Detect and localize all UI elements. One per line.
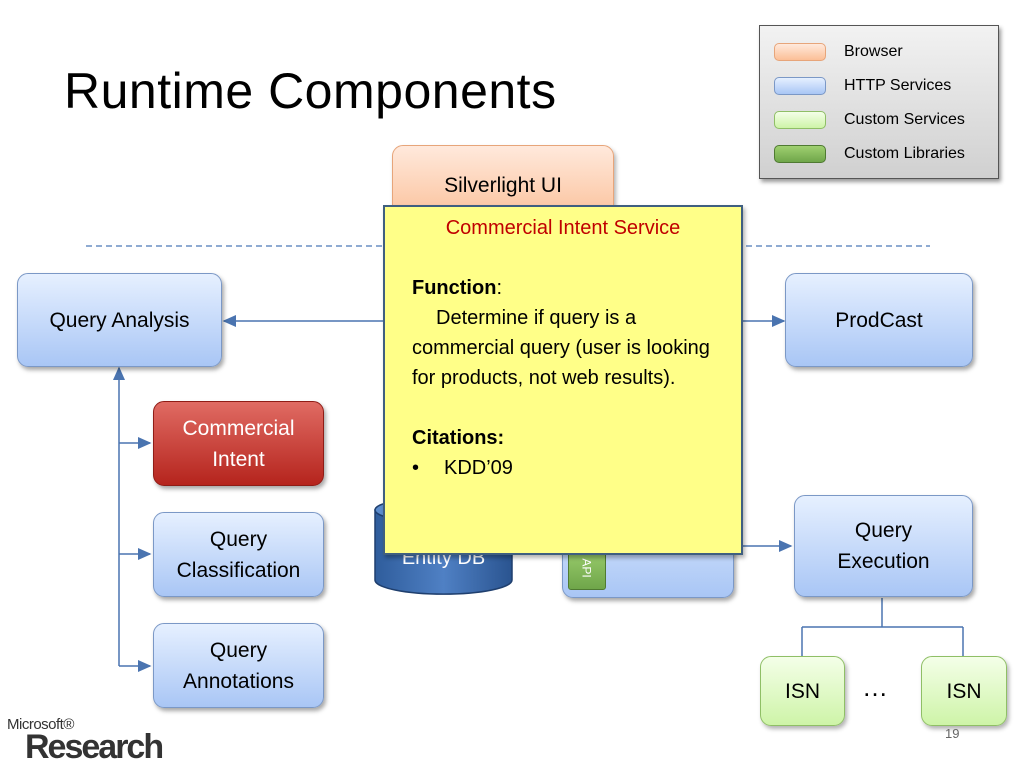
api-label: API	[580, 557, 594, 578]
legend-label: Browser	[844, 43, 903, 60]
prodcast-node[interactable]: ProdCast	[785, 273, 973, 367]
legend-label: Custom Libraries	[844, 145, 965, 162]
citations-heading: Citations:	[412, 427, 505, 449]
query-execution-label: Query Execution	[837, 519, 930, 573]
legend-label: Custom Services	[844, 111, 965, 128]
commercial-intent-label: Commercial Intent	[182, 416, 295, 471]
microsoft-research-logo: Microsoft® Research	[7, 716, 197, 768]
tooltip-title: Commercial Intent Service	[445, 217, 681, 239]
legend-label: HTTP Services	[844, 77, 952, 94]
legend: Browser HTTP Services Custom Services Cu…	[759, 25, 999, 179]
legend-swatch-custom-libraries	[774, 145, 826, 163]
legend-swatch-browser	[774, 43, 826, 61]
query-analysis-node[interactable]: Query Analysis	[17, 273, 222, 367]
legend-item-custom-services: Custom Services	[774, 109, 965, 131]
bullet: •	[412, 457, 420, 479]
query-classification-node[interactable]: Query Classification	[153, 512, 324, 597]
commercial-intent-service-tooltip: Commercial Intent Service Function: Dete…	[383, 205, 743, 555]
query-annotations-label: Query Annotations	[183, 638, 294, 693]
function-text: Determine if query is a commercial query…	[412, 307, 710, 389]
isn-node-left[interactable]: ISN	[760, 656, 845, 726]
legend-item-custom-libraries: Custom Libraries	[774, 143, 965, 165]
function-line: Function:	[412, 277, 502, 299]
commercial-intent-node[interactable]: Commercial Intent	[153, 401, 324, 486]
isn-label: ISN	[946, 679, 982, 703]
query-classification-label: Query Classification	[176, 527, 301, 582]
logo-research: Research	[25, 728, 164, 766]
legend-swatch-http-services	[774, 77, 826, 95]
legend-item-browser: Browser	[774, 41, 903, 63]
legend-item-http-services: HTTP Services	[774, 75, 951, 97]
ellipsis: …	[862, 672, 892, 702]
isn-label: ISN	[784, 679, 820, 703]
citation-item: • KDD’09	[412, 453, 732, 483]
slide-title: Runtime Components	[64, 63, 557, 119]
query-annotations-node[interactable]: Query Annotations	[153, 623, 324, 708]
prodcast-label: ProdCast	[835, 308, 923, 332]
logo-microsoft: Microsoft®	[7, 716, 74, 733]
function-heading: Function	[412, 277, 497, 299]
query-execution-node[interactable]: Query Execution	[794, 495, 973, 597]
isn-node-right[interactable]: ISN	[921, 656, 1007, 726]
citation-text: KDD’09	[444, 457, 513, 479]
query-analysis-label: Query Analysis	[49, 308, 190, 332]
silverlight-ui-label: Silverlight UI	[444, 174, 562, 197]
page-number: 19	[945, 726, 960, 741]
legend-swatch-custom-services	[774, 111, 826, 129]
tooltip-body: Function: Determine if query is a commer…	[412, 273, 732, 483]
